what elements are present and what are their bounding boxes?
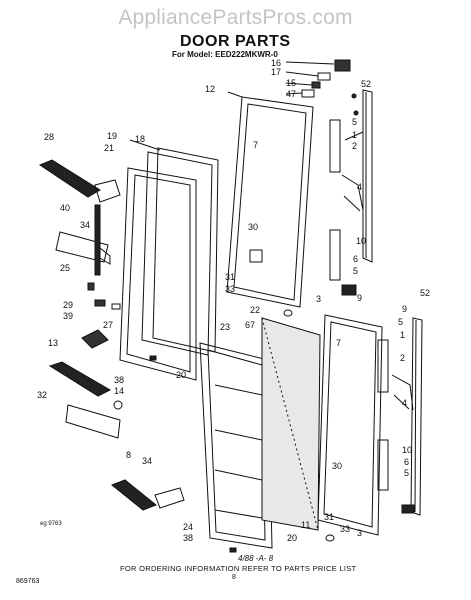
- callout-label: 12: [205, 84, 216, 94]
- callout-label: 52: [420, 288, 431, 298]
- callout-label: 19: [107, 131, 118, 141]
- callout-label: 40: [60, 203, 71, 213]
- callout-label: 8: [126, 450, 132, 460]
- small-hardware-left: [82, 283, 120, 348]
- fresh-food-door-panel: [318, 315, 382, 541]
- callout-label: 4: [357, 182, 363, 192]
- callout-label: 33: [340, 524, 351, 534]
- callout-label: 9: [357, 293, 363, 303]
- page-title: DOOR PARTS: [180, 33, 291, 50]
- callout-label: 67: [245, 320, 256, 330]
- callout-label: 3: [357, 528, 363, 538]
- callout-label: 47: [286, 89, 297, 99]
- callout-label: 4: [402, 398, 408, 408]
- door-bar-and-bin: [50, 362, 122, 438]
- callout-label: 13: [48, 338, 59, 348]
- handwritten-page-ref: 4/88 -A- 8: [238, 554, 274, 563]
- callout-label: 7: [253, 140, 259, 150]
- callout-label: 31: [324, 512, 335, 522]
- site-watermark: AppliancePartsPros.com: [118, 6, 353, 29]
- callout-label: 34: [142, 456, 153, 466]
- freezer-handle-strip: [330, 90, 372, 295]
- callout-label: 30: [248, 222, 259, 232]
- fresh-food-handle-strip: [378, 318, 422, 515]
- figure-number: 869763: [16, 578, 40, 585]
- callout-label: 22: [250, 305, 261, 315]
- callout-label: 6: [353, 254, 359, 264]
- callout-label: 39: [63, 311, 74, 321]
- freezer-shelf-bar: [40, 160, 120, 202]
- callout-label: 5: [352, 117, 358, 127]
- callout-label: 15: [286, 78, 297, 88]
- callout-label: 5: [398, 317, 404, 327]
- callout-label: 2: [352, 141, 358, 151]
- callout-label: 23: [220, 322, 231, 332]
- fresh-food-door-liner: [200, 343, 272, 548]
- callout-label: 10: [402, 445, 413, 455]
- callout-label: 2: [400, 353, 406, 363]
- callout-label: 21: [104, 143, 115, 153]
- hinge-cover-parts: [286, 60, 350, 97]
- callout-label: 30: [332, 461, 343, 471]
- callout-label: 1: [352, 130, 358, 140]
- screws-lower: [150, 356, 236, 552]
- callout-label: 28: [44, 132, 55, 142]
- callout-label: 31: [225, 272, 236, 282]
- callout-label: 29: [63, 300, 74, 310]
- callout-label: 20: [287, 533, 298, 543]
- model-subtitle: For Model: EED222MKWR-0: [172, 50, 278, 59]
- callout-label: 38: [183, 533, 194, 543]
- door-insulation-panel: [262, 318, 320, 530]
- callout-label: 25: [60, 263, 71, 273]
- callout-label: 11: [301, 520, 311, 530]
- ordering-note: FOR ORDERING INFORMATION REFER TO PARTS …: [120, 564, 357, 573]
- callout-label: 20: [176, 370, 187, 380]
- callout-label: 27: [103, 320, 114, 330]
- callout-label: 16: [271, 58, 282, 68]
- figure-ref-note: eg 9763: [40, 521, 62, 527]
- callout-label: 6: [404, 457, 410, 467]
- callout-label: 38: [114, 375, 125, 385]
- callout-label: 3: [316, 294, 322, 304]
- callout-label: 9: [402, 304, 408, 314]
- callout-label: 5: [353, 266, 359, 276]
- callout-label: 24: [183, 522, 194, 532]
- freezer-door-shelf: [56, 205, 110, 275]
- freezer-door-panel: [227, 92, 313, 316]
- callout-label: 7: [336, 338, 342, 348]
- callout-label: 33: [225, 284, 236, 294]
- callout-label: 32: [37, 390, 48, 400]
- callout-label: 10: [356, 236, 367, 246]
- callout-label: 34: [80, 220, 91, 230]
- callout-label: 18: [135, 134, 146, 144]
- callout-label: 52: [361, 79, 372, 89]
- lower-bin-bar: [112, 480, 184, 510]
- page-number: 8: [232, 574, 236, 581]
- callout-label: 1: [400, 330, 406, 340]
- callout-label: 17: [271, 67, 282, 77]
- callout-label: 14: [114, 386, 125, 396]
- callout-label: 5: [404, 468, 410, 478]
